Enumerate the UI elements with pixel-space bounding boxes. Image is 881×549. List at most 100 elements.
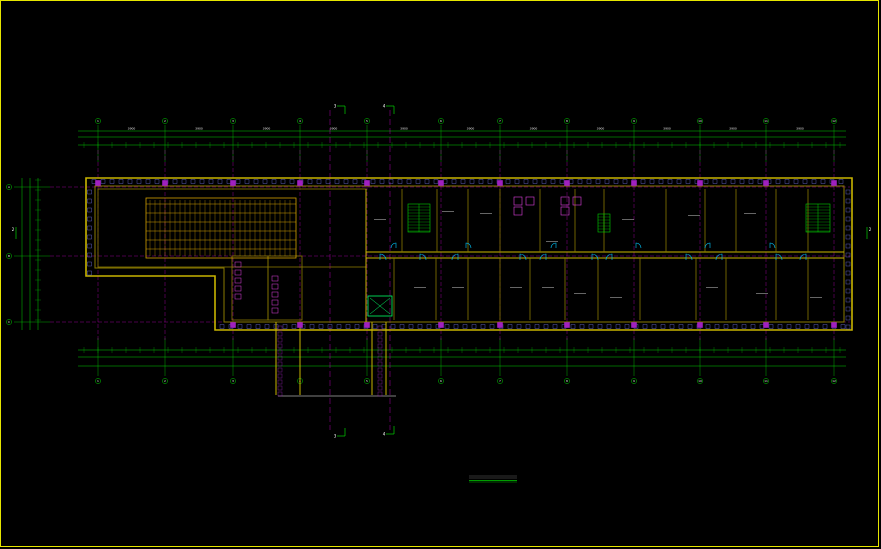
window-top [685,179,691,184]
grid-bubble-top-1 [162,118,168,124]
grid-label-top-5: 6 [440,119,442,123]
window-right [845,315,851,321]
window-top [820,179,826,184]
section-top-4-label: 4 [383,104,386,109]
column-bottom-2 [230,322,236,328]
wc-fixture [513,206,523,216]
column-bottom-3 [297,322,303,328]
window-top [802,179,808,184]
column-bottom-6 [497,322,503,328]
window-top [190,179,196,184]
window-bottom [588,324,594,329]
column-top-10 [763,180,769,186]
window-bottom [714,324,720,329]
window-right [845,306,851,312]
column-top-1 [162,180,168,186]
window-bottom [615,324,621,329]
window-top [208,179,214,184]
window-top [307,179,313,184]
window-top [316,179,322,184]
grid-bubble-bottom-2 [230,378,236,384]
door-south-6 [685,253,693,261]
window-top [523,179,529,184]
grid-label-bottom-8: 9 [633,379,635,383]
elevator-shaft [367,295,393,317]
window-bottom [777,324,783,329]
window-top [262,179,268,184]
window-top [100,179,106,184]
window-bottom [723,324,729,329]
grid-bubble-top-6 [497,118,503,124]
window-top [181,179,187,184]
window-top [334,179,340,184]
window-top [388,179,394,184]
window-top [658,179,664,184]
grid-bubble-bottom-11 [831,378,837,384]
window-left [87,261,92,267]
room-partitions [97,188,809,322]
section-bottom-3-label: 3 [334,434,337,439]
grid-label-left-2: C [8,320,10,324]
window-left [87,198,92,204]
window-bottom [489,324,495,329]
column-top-0 [95,180,101,186]
window-top [235,179,241,184]
dim-text-top-5: 3900 [467,127,475,131]
grid-bubble-top-3 [297,118,303,124]
window-bottom [579,324,585,329]
dim-text-top-0: 3900 [128,127,136,131]
window-top [703,179,709,184]
window-bottom [840,324,846,329]
entrance-column-right [377,361,383,367]
column-bottom-5 [438,322,444,328]
window-bottom [399,324,405,329]
axis-lines [50,110,850,430]
toilet-fixture [271,291,279,298]
window-top [469,179,475,184]
hall-seating [145,197,297,259]
column-top-4 [364,180,370,186]
window-bottom [507,324,513,329]
window-bottom [291,324,297,329]
window-right [845,279,851,285]
building-walls [85,177,853,397]
wc-fixture [560,196,570,206]
window-bottom [318,324,324,329]
door-north-3 [635,242,642,249]
window-top [748,179,754,184]
window-top [244,179,250,184]
window-top [280,179,286,184]
door-south-5 [605,253,613,261]
window-top [559,179,565,184]
entrance-column-right [377,367,383,373]
window-top [109,179,115,184]
section-top-3-label: 3 [334,104,337,109]
door-south-1 [451,253,459,261]
grid-bubble-top-4 [364,118,370,124]
window-top [793,179,799,184]
dim-text-top-8: 3900 [663,127,671,131]
toilet-fixture [234,261,242,268]
window-bottom [741,324,747,329]
window-top [199,179,205,184]
door-south-3 [539,253,547,261]
column-top-6 [497,180,503,186]
grid-bubble-top-2 [230,118,236,124]
window-bottom [264,324,270,329]
window-top [757,179,763,184]
dim-text-top-4: 3900 [400,127,408,131]
window-bottom [642,324,648,329]
wc-fixture [525,196,535,206]
door-north-4 [704,242,711,249]
grid-label-top-2: 3 [232,119,234,123]
window-bottom [732,324,738,329]
toilet-fixture [271,299,279,306]
window-right [845,261,851,267]
window-top [487,179,493,184]
grid-label-bottom-1: 2 [164,379,166,383]
grid-bubble-bottom-4 [364,378,370,384]
window-top [379,179,385,184]
